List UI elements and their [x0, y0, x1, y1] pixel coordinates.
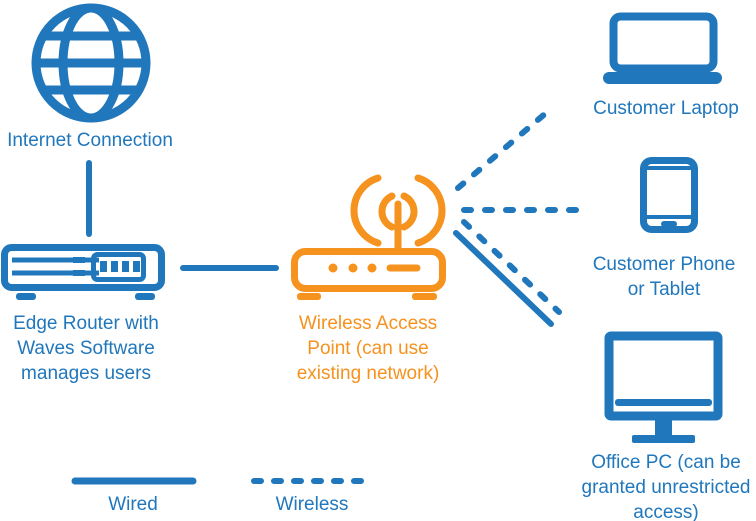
legend: Wired Wireless: [0, 470, 420, 521]
edge-router-label: Edge Router with Waves Software manages …: [13, 313, 159, 384]
legend-wireless-line: [251, 478, 375, 484]
customer-laptop-label: Customer Laptop: [593, 98, 739, 119]
wireless-link-access-point-to-office-pc: [461, 219, 562, 315]
desktop-icon: [604, 331, 723, 443]
globe-icon: [31, 3, 151, 123]
legend-wired-label: Wired: [108, 494, 158, 515]
wireless-access-point-icon: [291, 174, 446, 300]
router-icon: [1, 244, 165, 300]
legend-wired-line: [71, 477, 197, 485]
office-pc-label: Office PC (can be granted unrestricted a…: [581, 452, 751, 521]
internet-connection-label: Internet Connection: [7, 130, 173, 151]
laptop-icon: [603, 12, 722, 84]
legend-wireless-label: Wireless: [275, 494, 349, 515]
phone-icon: [640, 157, 698, 233]
wired-link-access-point-to-office-pc: [453, 230, 554, 327]
customer-phone-label: Customer Phone or Tablet: [592, 254, 736, 300]
access-point-label: Wireless Access Point (can use existing …: [296, 313, 440, 384]
wireless-link-access-point-to-laptop: [455, 104, 556, 191]
